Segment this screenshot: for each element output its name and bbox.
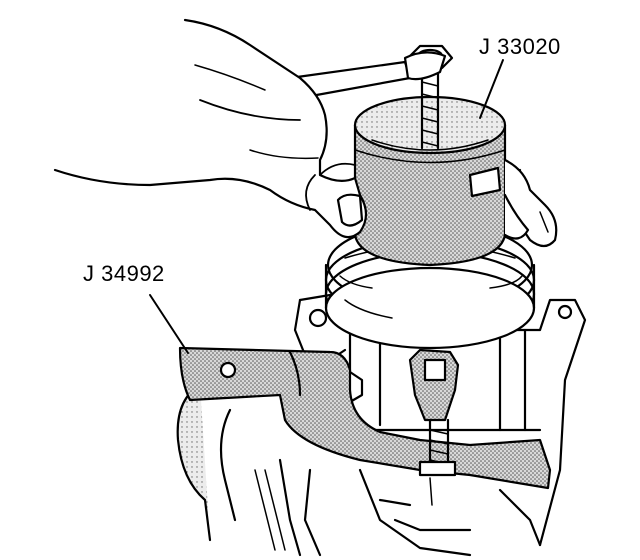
puller-cylinder <box>353 59 522 267</box>
callout-j34992: J 34992 <box>83 261 165 286</box>
holding-fixture <box>149 294 552 490</box>
callout-j33020: J 33020 <box>479 34 561 59</box>
hand <box>53 18 558 248</box>
side-housing <box>176 383 302 557</box>
center-clamp <box>408 348 460 477</box>
